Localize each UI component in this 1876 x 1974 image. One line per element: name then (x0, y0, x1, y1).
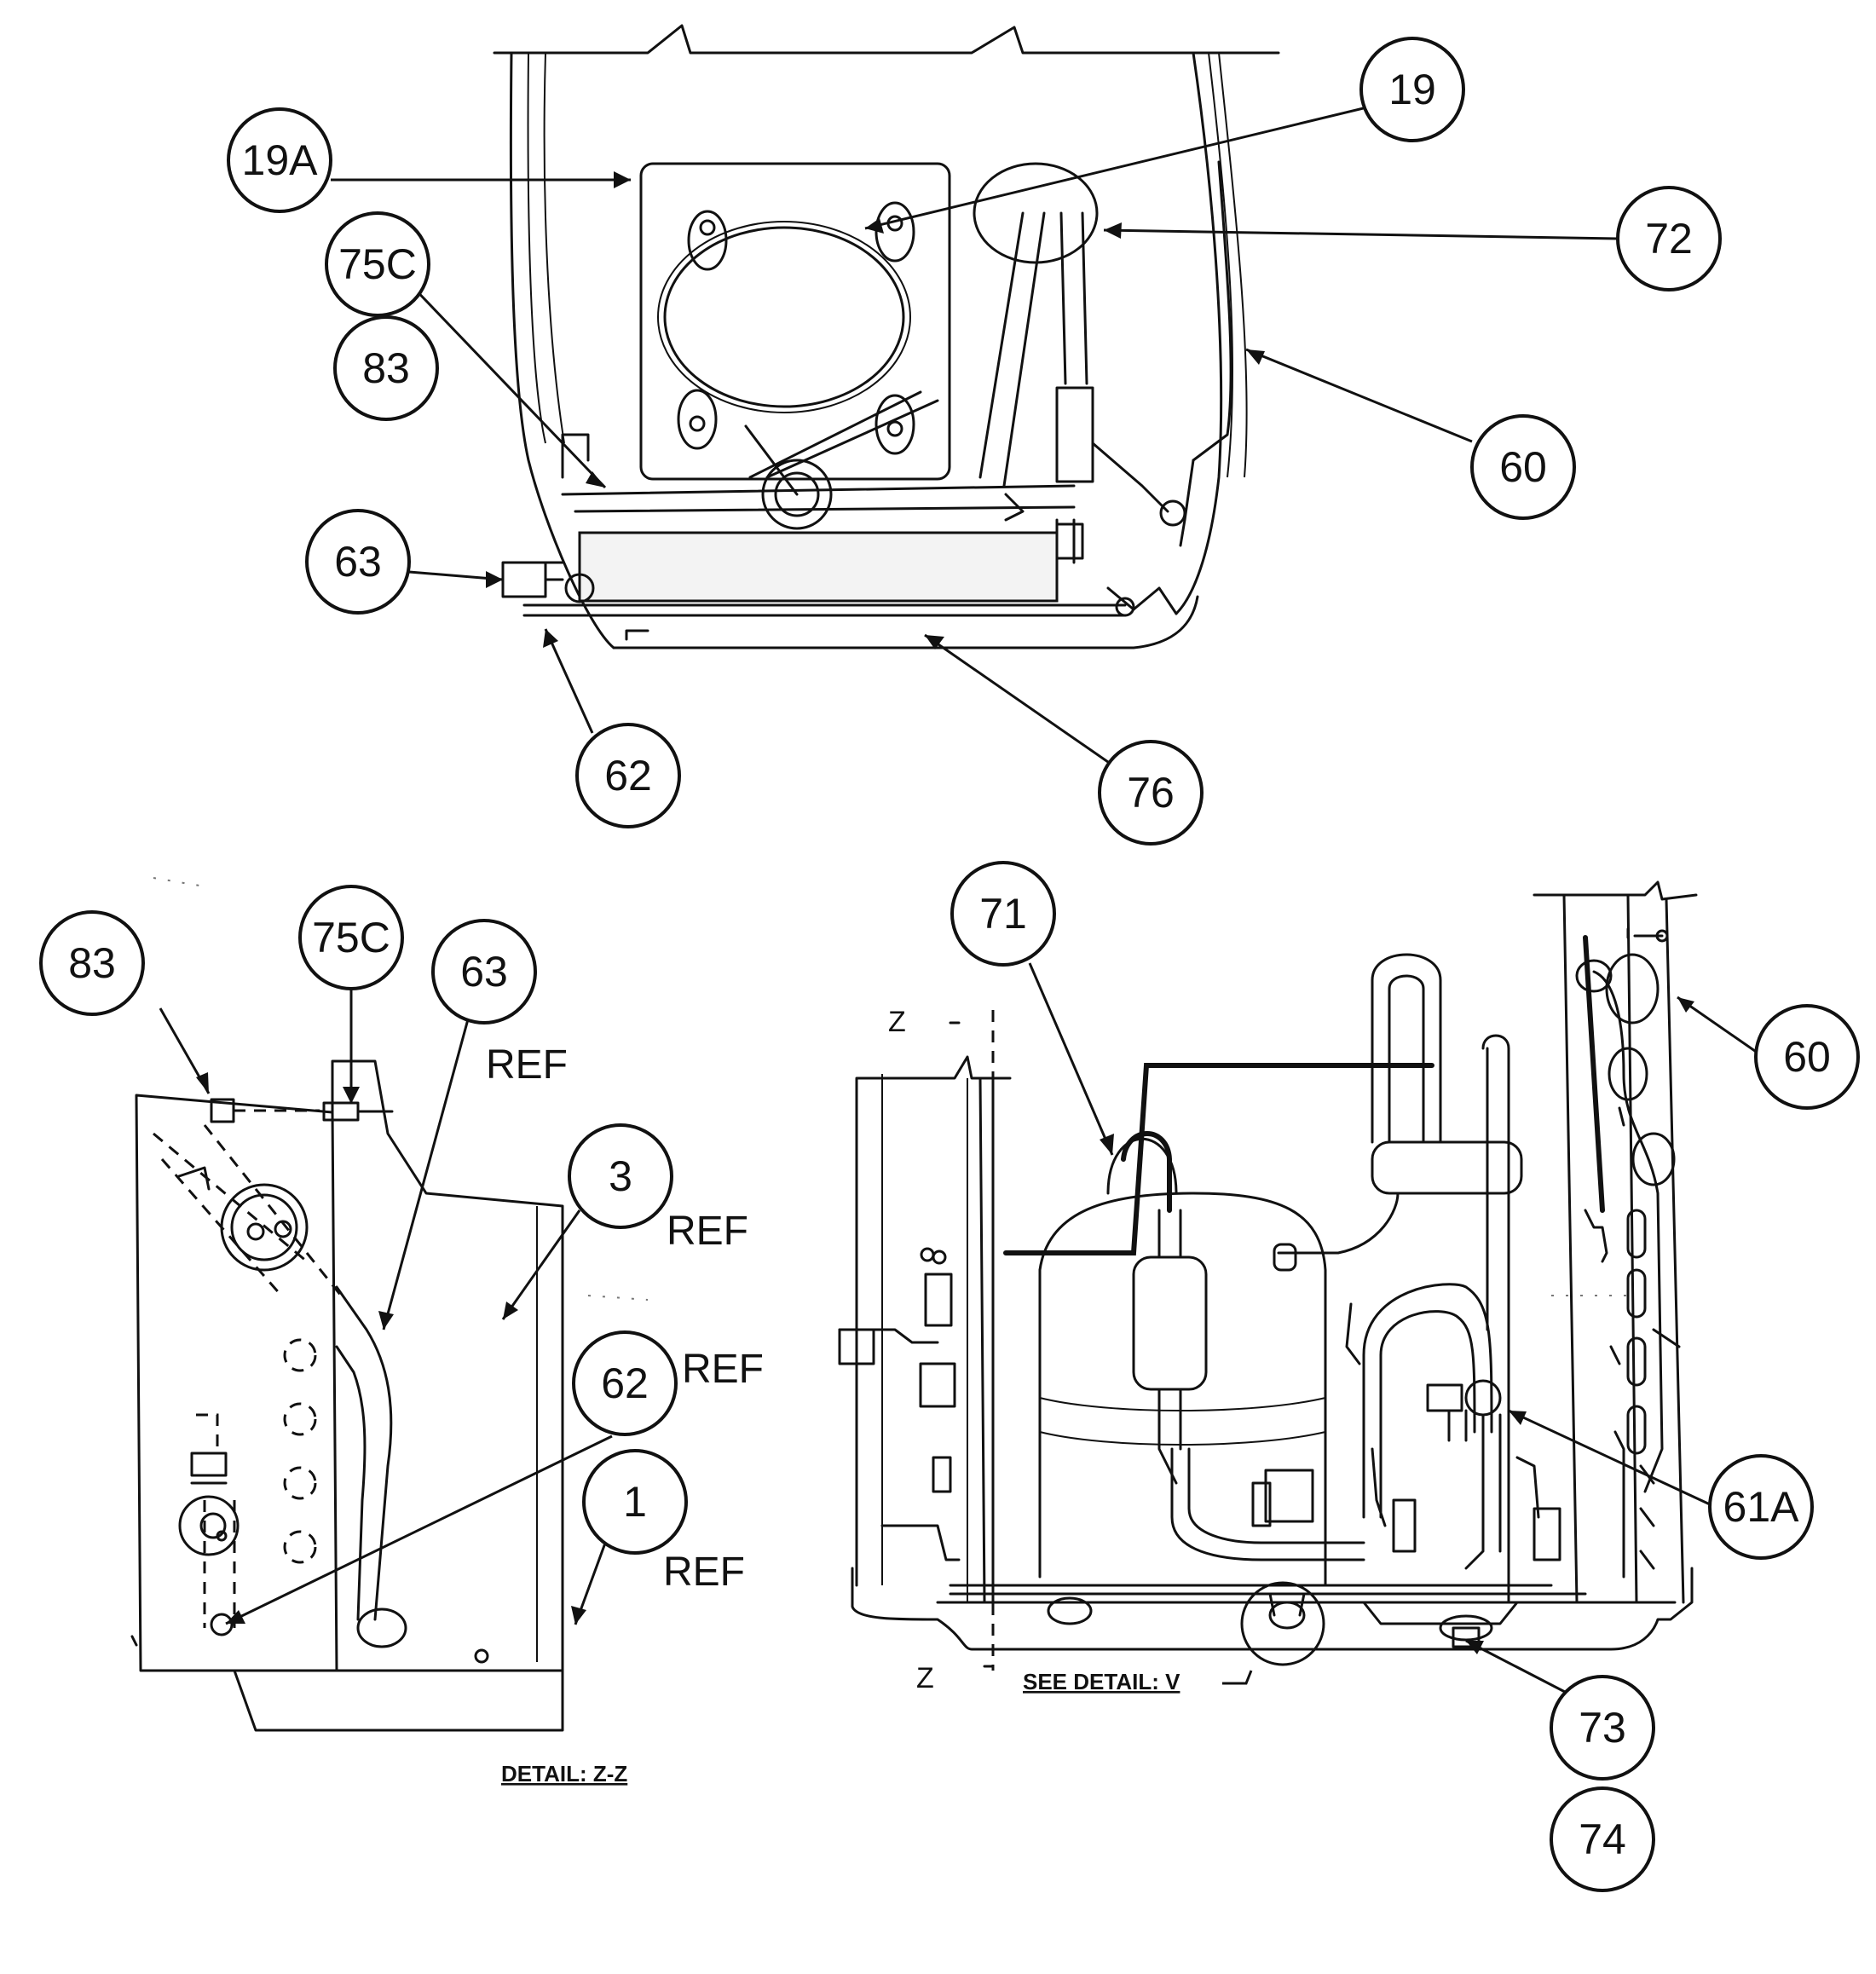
callout-62-detail[interactable]: 62 (572, 1330, 678, 1436)
callout-63-detail[interactable]: 63 (431, 919, 537, 1025)
callout-74[interactable]: 74 (1550, 1786, 1655, 1892)
callout-label: 62 (604, 752, 652, 799)
callout-1-detail[interactable]: 1 (582, 1449, 688, 1555)
callout-label: 63 (334, 538, 382, 586)
detail-zz-caption: DETAIL: Z-Z (501, 1761, 627, 1786)
section-mark-z-bottom: Z (916, 1662, 934, 1694)
see-detail-v-caption[interactable]: SEE DETAIL: V (1023, 1669, 1180, 1694)
ref-label-1: REF (663, 1550, 745, 1595)
iso-left-frame (855, 1055, 1012, 1587)
compressor-mounting-plate (639, 162, 951, 481)
callout-83[interactable]: 83 (333, 315, 439, 421)
iso-reversing-valve (1464, 1379, 1502, 1417)
detail-lower-fitting (178, 1495, 240, 1556)
callout-60-top[interactable]: 60 (1470, 414, 1576, 520)
compressor-top-oval (663, 226, 905, 408)
callout-63-top[interactable]: 63 (305, 509, 411, 615)
detail-upper-fitting (220, 1183, 309, 1272)
callout-75c-detail[interactable]: 75C (298, 885, 404, 990)
callout-62-top[interactable]: 62 (575, 723, 681, 828)
callout-label: 76 (1127, 769, 1175, 817)
callout-71[interactable]: 71 (950, 861, 1056, 967)
callout-label: 72 (1645, 215, 1693, 263)
callout-label: 19A (242, 136, 319, 184)
callout-label: 3 (609, 1152, 632, 1200)
section-mark-z-top: Z (888, 1006, 906, 1038)
ref-label-3: REF (667, 1209, 748, 1254)
callout-19a[interactable]: 19A (227, 107, 332, 213)
ref-label-62: REF (682, 1347, 764, 1392)
iso-solenoid (1264, 1469, 1314, 1523)
top-view (493, 24, 1280, 649)
detail-v-circle (1240, 1581, 1325, 1666)
iso-suction-tube (1371, 953, 1442, 1144)
arrowheads (196, 171, 1694, 1654)
callout-label: 73 (1579, 1704, 1626, 1752)
callout-76[interactable]: 76 (1098, 740, 1204, 846)
callout-label: 62 (601, 1359, 649, 1407)
callout-label: 60 (1499, 443, 1547, 491)
detail-zz-outline (135, 1059, 564, 1672)
callout-label: 1 (623, 1478, 647, 1526)
callout-label: 61A (1723, 1483, 1800, 1531)
ref-label-63: REF (486, 1042, 568, 1088)
callout-60-iso[interactable]: 60 (1754, 1004, 1860, 1110)
iso-right-coil-frame (1562, 893, 1579, 1604)
callout-label: 75C (338, 240, 417, 288)
callout-label: 75C (312, 914, 390, 961)
iso-accumulator (1371, 1140, 1523, 1195)
callout-label: 71 (979, 890, 1027, 938)
callout-label: 83 (68, 939, 116, 987)
top-housing-right-wall (1175, 51, 1223, 615)
isometric-view (838, 880, 1698, 1671)
callout-73[interactable]: 73 (1550, 1675, 1655, 1781)
callout-72[interactable]: 72 (1616, 186, 1722, 291)
callout-label: 83 (362, 344, 410, 392)
iso-compressor-body (1038, 1192, 1327, 1587)
callout-75c[interactable]: 75C (325, 211, 430, 317)
top-break-line (493, 24, 1280, 55)
callout-label: 74 (1579, 1815, 1626, 1863)
top-base-pan (612, 595, 1199, 649)
callout-83-detail[interactable]: 83 (39, 910, 145, 1016)
iso-filter-drier (1132, 1255, 1208, 1391)
callout-label: 19 (1388, 66, 1436, 113)
callout-61a[interactable]: 61A (1708, 1454, 1814, 1560)
callout-19[interactable]: 19 (1359, 37, 1465, 142)
callout-label: 63 (460, 948, 508, 996)
top-service-valve-body (578, 531, 1059, 603)
callout-label: 60 (1783, 1033, 1831, 1081)
iso-base-pan (851, 1567, 1694, 1651)
detail-tube (335, 1285, 393, 1621)
callout-3-detail[interactable]: 3 (568, 1123, 673, 1229)
detail-zz-view (130, 1059, 564, 1732)
accumulator-top (973, 162, 1099, 264)
